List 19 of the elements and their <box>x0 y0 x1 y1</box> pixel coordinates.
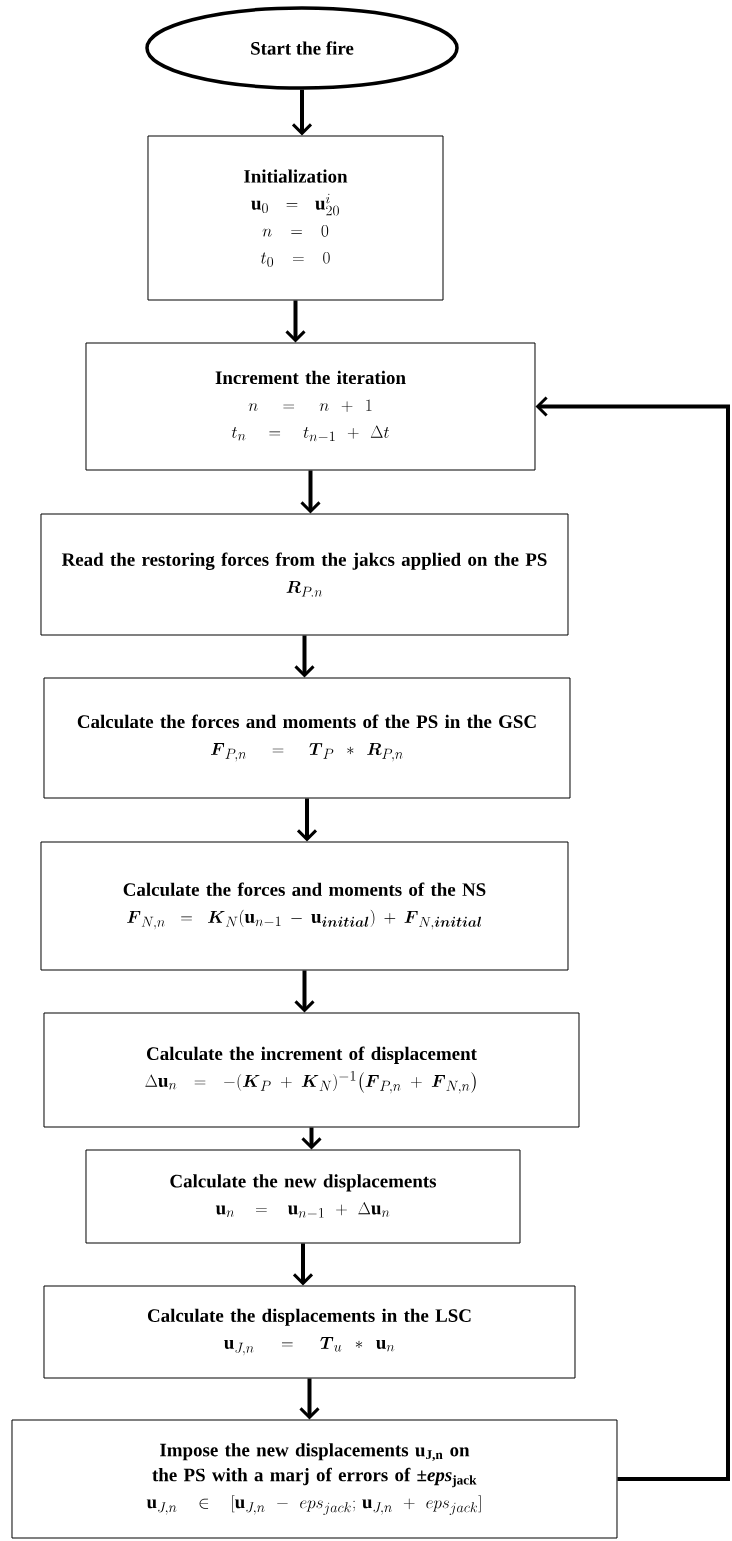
process-box: Calculate the increment of displacement $\Delta\mathbf{u}_n = -(\boldsymbol{K}_P + \boldsymbol{K}_N)^{-1}\big(\boldsymbol{F}_{P,n} + \boldsymbol{F}_{N,n}\big)$ <box>43 1012 580 1128</box>
arrow <box>300 470 321 514</box>
process-box: Calculate the forces and moments of the NS $\boldsymbol{F}_{N,n} = \boldsymbol{K}_N(\mathbf{u}_{n-1} - \mathbf{u}_{\boldsymbol{initial}}) + \boldsymbol{F}_{N,\boldsymbol{initial}}$ <box>40 841 569 971</box>
arrow <box>291 89 313 136</box>
process-box: Impose the new displacements u$_{J,n}$ on the PS with a marj of errors of ±eps$_{jack}$ $\mathbf{u}_{J,n} \in [\mathbf{u}_{J,n} - eps_{jack};\, \mathbf{u}_{J,n} + eps_{jack}]$ <box>11 1419 618 1539</box>
process-box: Calculate the displacements in the LSC $\mathbf{u}_{J,n} = \boldsymbol{T}_u * \mathbf{u}_n$ <box>43 1285 576 1379</box>
process-box: Increment the iteration $n = n + 1$ $t_n = t_{n-1} + \Delta t$ <box>85 342 536 471</box>
process-box: Calculate the new displacements $\mathbf{u}_n = \mathbf{u}_{n-1} + \Delta\mathbf{u}_n$ <box>85 1149 521 1244</box>
process-box: Initialization $\mathbf{u}_0 = \mathbf{u}_{20}^{i}$ $n = 0$ $t_0 = 0$ <box>147 135 444 301</box>
process-box: Read the restoring forces from the jakcs applied on the PS $\boldsymbol{R}_{P.n}$ <box>40 513 569 636</box>
arrow <box>292 1243 314 1286</box>
arrow <box>285 300 306 343</box>
arrow <box>294 970 315 1013</box>
arrow <box>301 1127 322 1150</box>
arrow <box>299 1378 320 1420</box>
process-box: Calculate the forces and moments of the PS in the GSC $\boldsymbol{F}_{P,n} = \boldsymbol{T}_P * \boldsymbol{R}_{P,n}$ <box>43 677 571 799</box>
arrow <box>294 635 315 678</box>
feedback-arrow <box>535 396 730 1481</box>
arrow <box>296 798 318 842</box>
